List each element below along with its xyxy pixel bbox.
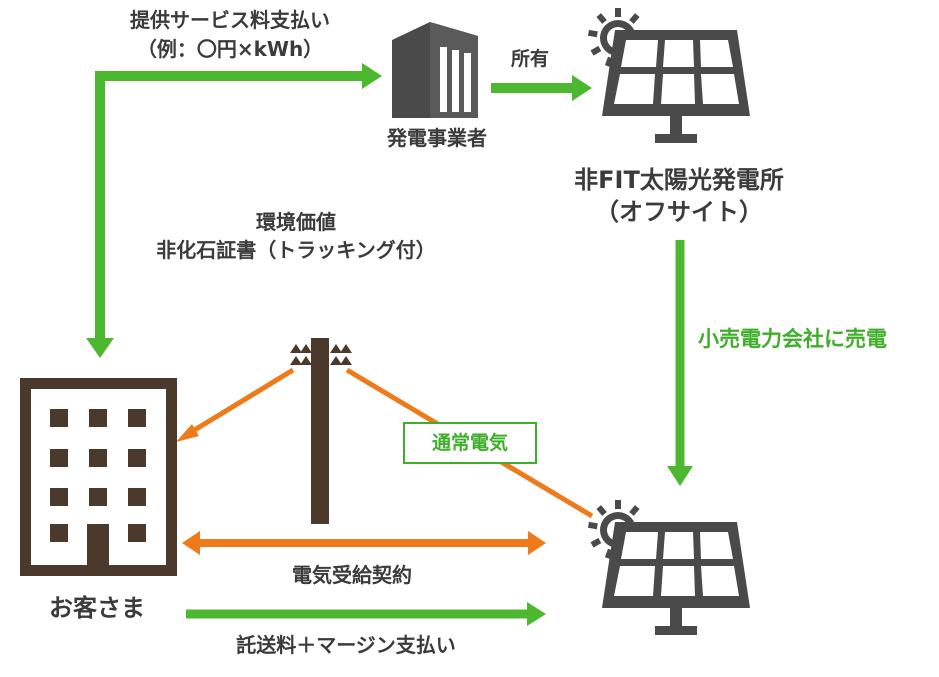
payment-service-example: （例：〇円×kWh） — [136, 37, 324, 61]
ownership-arrow — [491, 75, 592, 101]
ownership-label: 所有 — [510, 48, 550, 70]
supply-contract-arrow — [182, 531, 546, 555]
offsite-plant-sub-label: （オフサイト） — [595, 198, 763, 226]
utility-pole-icon — [290, 338, 352, 524]
retail-sale-arrow — [667, 240, 693, 486]
payment-flow-arrow — [86, 63, 382, 358]
wheeling-payment-arrow — [186, 602, 546, 626]
wheeling-payment-label: 託送料＋マージン支払い — [236, 633, 456, 657]
offsite-plant-label: 非FIT太陽光発電所 — [574, 166, 784, 194]
generator-company-label: 発電事業者 — [387, 126, 487, 150]
customer-building-icon — [20, 378, 177, 576]
office-tower-icon — [392, 22, 478, 118]
pole-to-customer-line — [176, 367, 295, 442]
env-value-label: 環境価値 — [256, 210, 336, 234]
non-fossil-cert-label: 非化石証書（トラッキング付） — [156, 238, 436, 262]
normal-power-badge: 通常電気 — [403, 422, 537, 464]
solar-panel-sun-icon — [587, 500, 750, 635]
solar-panel-sun-icon — [587, 8, 750, 143]
customer-label: お客さま — [49, 594, 145, 622]
payment-service-label: 提供サービス料支払い — [130, 8, 330, 32]
retail-sale-label: 小売電力会社に売電 — [698, 327, 887, 351]
supply-contract-label: 電気受給契約 — [292, 563, 412, 587]
